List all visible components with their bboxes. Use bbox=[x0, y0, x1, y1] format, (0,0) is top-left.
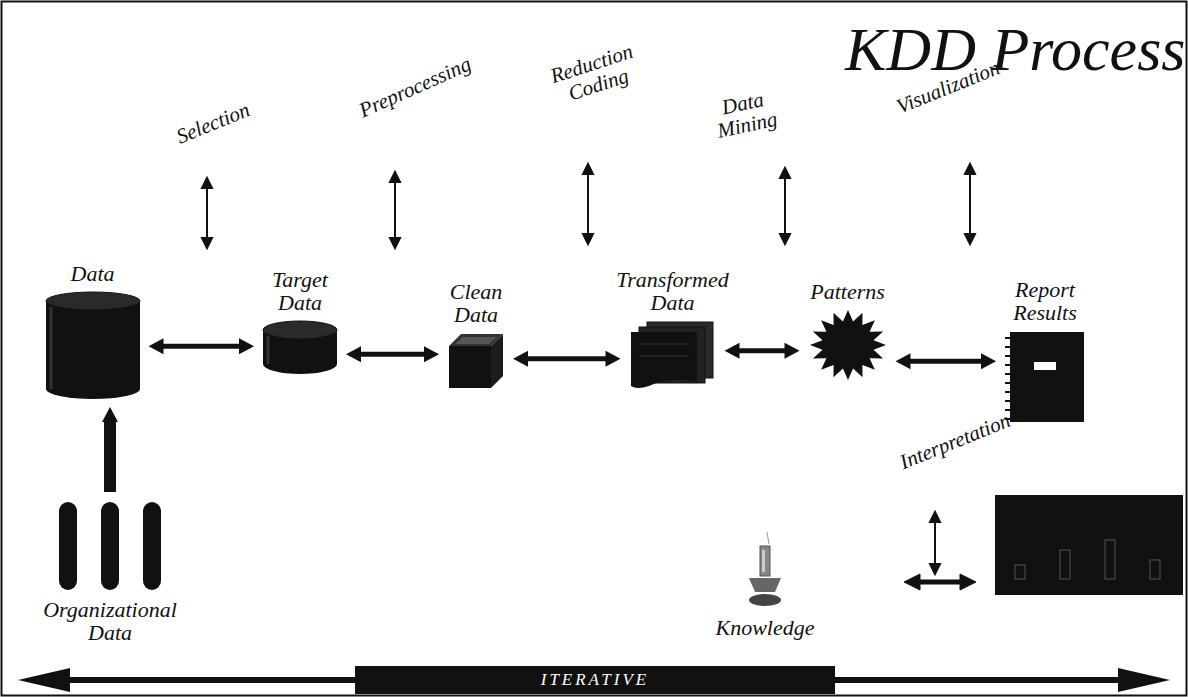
node-label: Organizational Data bbox=[25, 598, 195, 644]
node-icon bbox=[1004, 330, 1086, 424]
node-label: Target Data bbox=[264, 268, 336, 314]
process-node: Knowledge bbox=[700, 530, 830, 639]
node-label: ITERATIVE bbox=[541, 671, 650, 689]
flow-arrow bbox=[346, 346, 439, 362]
step-label: Data Mining bbox=[696, 83, 793, 145]
flow-arrow bbox=[725, 343, 800, 359]
step-label: Reduction Coding bbox=[536, 36, 654, 112]
flow-arrow bbox=[149, 338, 255, 354]
process-node: Report Results bbox=[990, 278, 1100, 424]
node-icon bbox=[57, 500, 163, 592]
node-label: Knowledge bbox=[716, 616, 815, 639]
diagram-title: KDD Process bbox=[845, 14, 1185, 85]
iterative-arrow bbox=[18, 668, 1170, 692]
interpretation-link bbox=[904, 574, 976, 590]
process-node: Patterns bbox=[795, 280, 900, 381]
node-icon bbox=[745, 530, 785, 610]
node-icon bbox=[808, 309, 888, 381]
process-node: Clean Data bbox=[435, 280, 517, 390]
node-label: Transformed Data bbox=[608, 268, 738, 314]
process-node: Target Data bbox=[250, 268, 350, 374]
iterative-band: ITERATIVE bbox=[355, 666, 835, 694]
process-node: Data bbox=[40, 262, 145, 399]
node-icon bbox=[447, 332, 505, 390]
report-screen bbox=[995, 495, 1183, 595]
process-node: Organizational Data bbox=[15, 500, 205, 644]
process-node: Transformed Data bbox=[605, 268, 740, 392]
node-label: Patterns bbox=[810, 280, 885, 303]
step-arrows bbox=[202, 164, 975, 574]
flow-arrow bbox=[102, 407, 118, 492]
flow-arrow bbox=[896, 353, 997, 369]
node-label: Clean Data bbox=[440, 280, 512, 326]
node-label: Data bbox=[71, 262, 115, 285]
flow-arrow bbox=[513, 351, 621, 367]
step-label: Interpretation bbox=[863, 395, 1047, 487]
node-icon bbox=[45, 291, 141, 399]
node-label: Report Results bbox=[1005, 278, 1085, 324]
step-label: Preprocessing bbox=[333, 42, 497, 131]
node-icon bbox=[262, 320, 338, 374]
node-icon bbox=[629, 320, 717, 392]
step-label: Selection bbox=[149, 88, 278, 157]
